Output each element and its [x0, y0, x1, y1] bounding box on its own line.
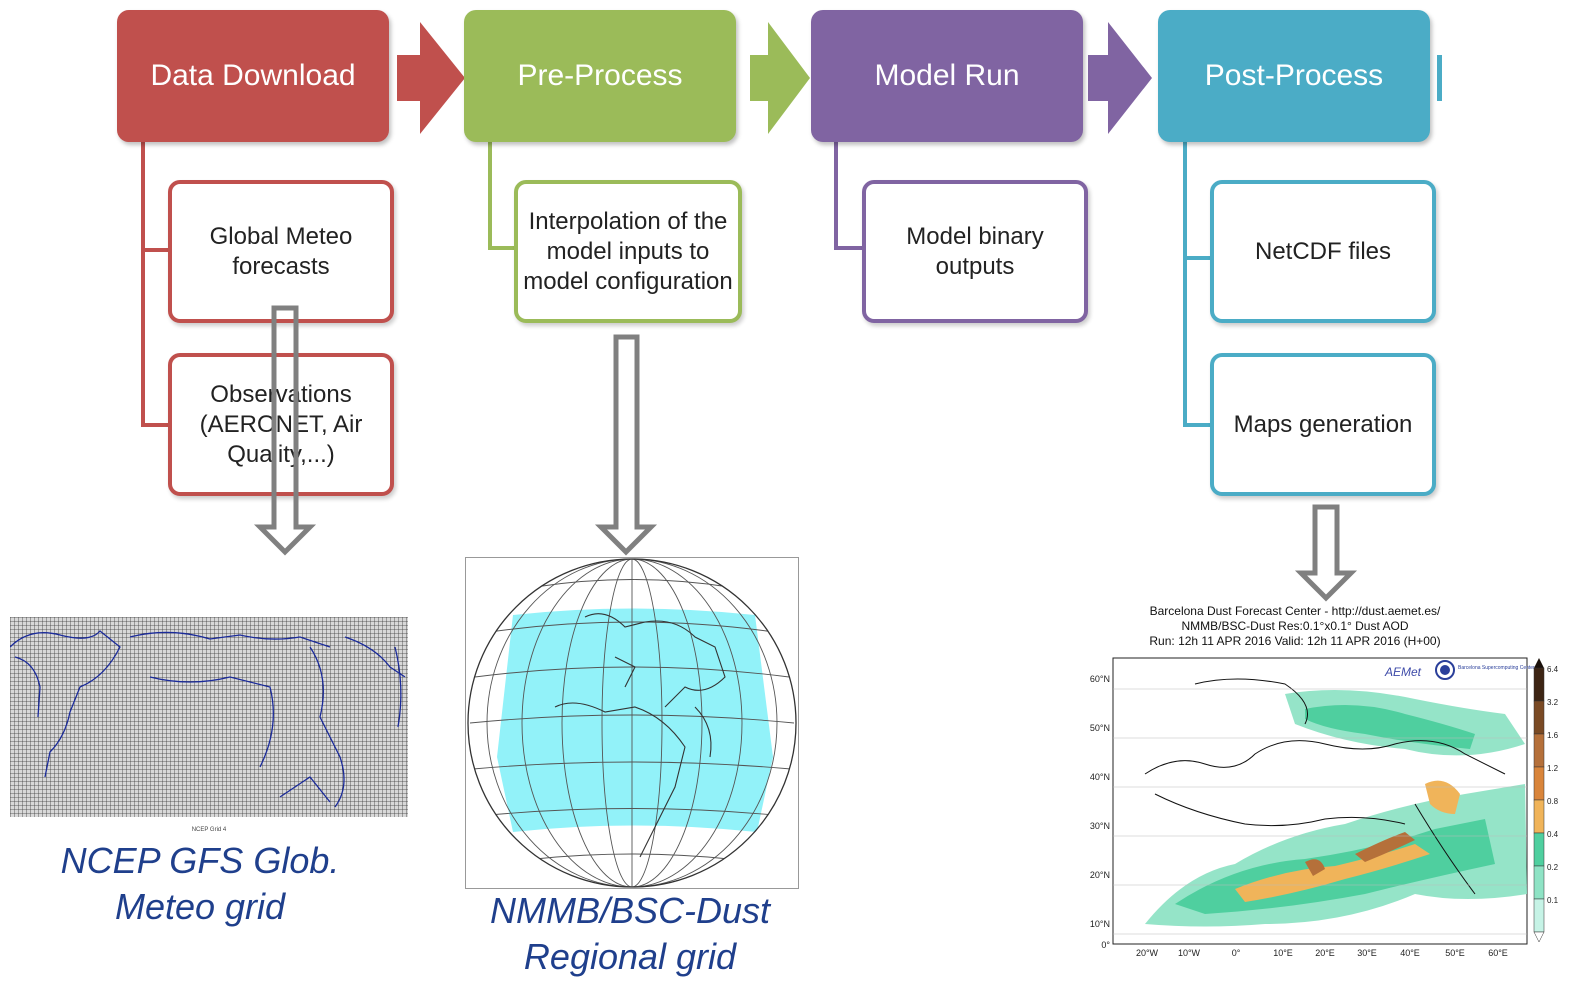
- stage-label: Data Download: [150, 59, 356, 92]
- bsc-logo: Barcelona Supercomputing Center: [1435, 660, 1535, 680]
- caption-line: Regional grid: [523, 936, 737, 977]
- lat-label: 10°N: [1090, 919, 1110, 929]
- colorbar-segment: [1533, 865, 1545, 900]
- arrow-postprocess-stub: [1437, 55, 1442, 101]
- substep-text: Interpolation of the model inputs to mod…: [523, 207, 733, 295]
- map-title-line: Barcelona Dust Forecast Center - http://…: [1149, 604, 1441, 618]
- map-title-line: NMMB/BSC-Dust Res:0.1°x0.1° Dust AOD: [1181, 619, 1409, 633]
- colorbar-segment: [1533, 667, 1545, 702]
- caption-ncep: NCEP GFS Glob. Meteo grid: [10, 838, 390, 930]
- stage-pre-process: Pre-Process: [464, 10, 736, 142]
- colorbar-bottom-triangle: [1533, 931, 1545, 943]
- lat-label: 20°N: [1090, 870, 1110, 880]
- arrow-modelrun-to-postprocess: [1088, 22, 1152, 134]
- stage-post-process: Post-Process: [1158, 10, 1430, 142]
- colorbar-label: 1.2: [1547, 764, 1559, 773]
- lon-label: 50°E: [1445, 948, 1465, 958]
- substep-text: Model binary outputs: [906, 222, 1044, 280]
- colorbar: [1533, 658, 1545, 943]
- map-title-line: Run: 12h 11 APR 2016 Valid: 12h 11 APR 2…: [1149, 634, 1441, 648]
- caption-line: NCEP GFS Glob.: [60, 840, 340, 881]
- model-run-connector: [834, 140, 864, 250]
- lat-label: 30°N: [1090, 821, 1110, 831]
- stage-label: Post-Process: [1204, 59, 1384, 92]
- dust-map-plot: 60°N 50°N 40°N 30°N 20°N 10°N 0° 20°W 10…: [1090, 657, 1559, 958]
- down-arrow-ncep: [253, 305, 317, 556]
- lat-label: 0°: [1101, 940, 1110, 950]
- lon-label: 30°E: [1357, 948, 1377, 958]
- down-arrow-nmmb: [594, 334, 658, 556]
- dust-forecast-map: Barcelona Dust Forecast Center - http://…: [1085, 604, 1565, 976]
- svg-text:AEMet: AEMet: [1384, 665, 1422, 679]
- lon-label: 10°E: [1273, 948, 1293, 958]
- colorbar-labels: 6.4 3.2 1.6 1.2 0.8 0.4 0.2 0.1: [1547, 665, 1559, 905]
- substep-text: Global Meteo forecasts: [209, 222, 353, 280]
- ncep-grid-label: NCEP Grid 4: [192, 827, 227, 833]
- substep-text: Observations (AERONET, Air Quality,...): [199, 380, 363, 468]
- substep-maps: Maps generation: [1210, 353, 1436, 496]
- stage-label: Pre-Process: [517, 59, 683, 92]
- colorbar-segment: [1533, 766, 1545, 801]
- arrow-preprocess-to-modelrun: [750, 22, 810, 134]
- svg-text:Barcelona Supercomputing Cente: Barcelona Supercomputing Center: [1458, 665, 1535, 671]
- substep-text: NetCDF files: [1254, 237, 1392, 265]
- lon-label: 40°E: [1400, 948, 1420, 958]
- lat-label: 40°N: [1090, 772, 1110, 782]
- colorbar-segment: [1533, 799, 1545, 834]
- colorbar-label: 0.1: [1547, 896, 1559, 905]
- nmmb-globe-image: [465, 557, 799, 889]
- lon-label: 60°E: [1488, 948, 1508, 958]
- colorbar-top-triangle: [1534, 658, 1544, 668]
- regional-domain-shade: [497, 608, 773, 832]
- caption-nmmb: NMMB/BSC-Dust Regional grid: [440, 888, 820, 980]
- substep-model-binary: Model binary outputs: [862, 180, 1088, 323]
- caption-line: NMMB/BSC-Dust: [489, 890, 771, 931]
- lat-label: 60°N: [1090, 674, 1110, 684]
- colorbar-label: 6.4: [1547, 665, 1559, 674]
- substep-observations: Observations (AERONET, Air Quality,...): [168, 353, 394, 496]
- lon-label: 20°W: [1136, 948, 1159, 958]
- lat-label: 50°N: [1090, 723, 1110, 733]
- data-download-connectors: [141, 140, 170, 427]
- substep-interpolation: Interpolation of the model inputs to mod…: [514, 180, 742, 323]
- ncep-grid-image: NCEP Grid 4: [10, 617, 408, 833]
- substep-netcdf: NetCDF files: [1210, 180, 1436, 323]
- caption-line: Meteo grid: [114, 886, 286, 927]
- lon-label: 0°: [1232, 948, 1241, 958]
- lon-label: 20°E: [1315, 948, 1335, 958]
- stage-data-download: Data Download: [117, 10, 389, 142]
- substep-global-meteo: Global Meteo forecasts: [168, 180, 394, 323]
- colorbar-label: 3.2: [1547, 698, 1559, 707]
- colorbar-segment: [1533, 733, 1545, 768]
- arrow-download-to-preprocess: [397, 22, 465, 134]
- colorbar-label: 0.4: [1547, 830, 1559, 839]
- colorbar-segment: [1533, 898, 1545, 933]
- aemet-logo: AEMet: [1384, 665, 1422, 679]
- colorbar-label: 1.6: [1547, 731, 1559, 740]
- post-process-connectors: [1183, 140, 1212, 427]
- stage-model-run: Model Run: [811, 10, 1083, 142]
- stage-label: Model Run: [874, 59, 1020, 92]
- colorbar-segment: [1533, 700, 1545, 735]
- lon-label: 10°W: [1178, 948, 1201, 958]
- pre-process-connector: [488, 140, 517, 250]
- colorbar-label: 0.8: [1547, 797, 1559, 806]
- down-arrow-dustmap: [1294, 504, 1358, 602]
- substep-text: Maps generation: [1233, 410, 1413, 438]
- colorbar-segment: [1533, 832, 1545, 867]
- colorbar-label: 0.2: [1547, 863, 1559, 872]
